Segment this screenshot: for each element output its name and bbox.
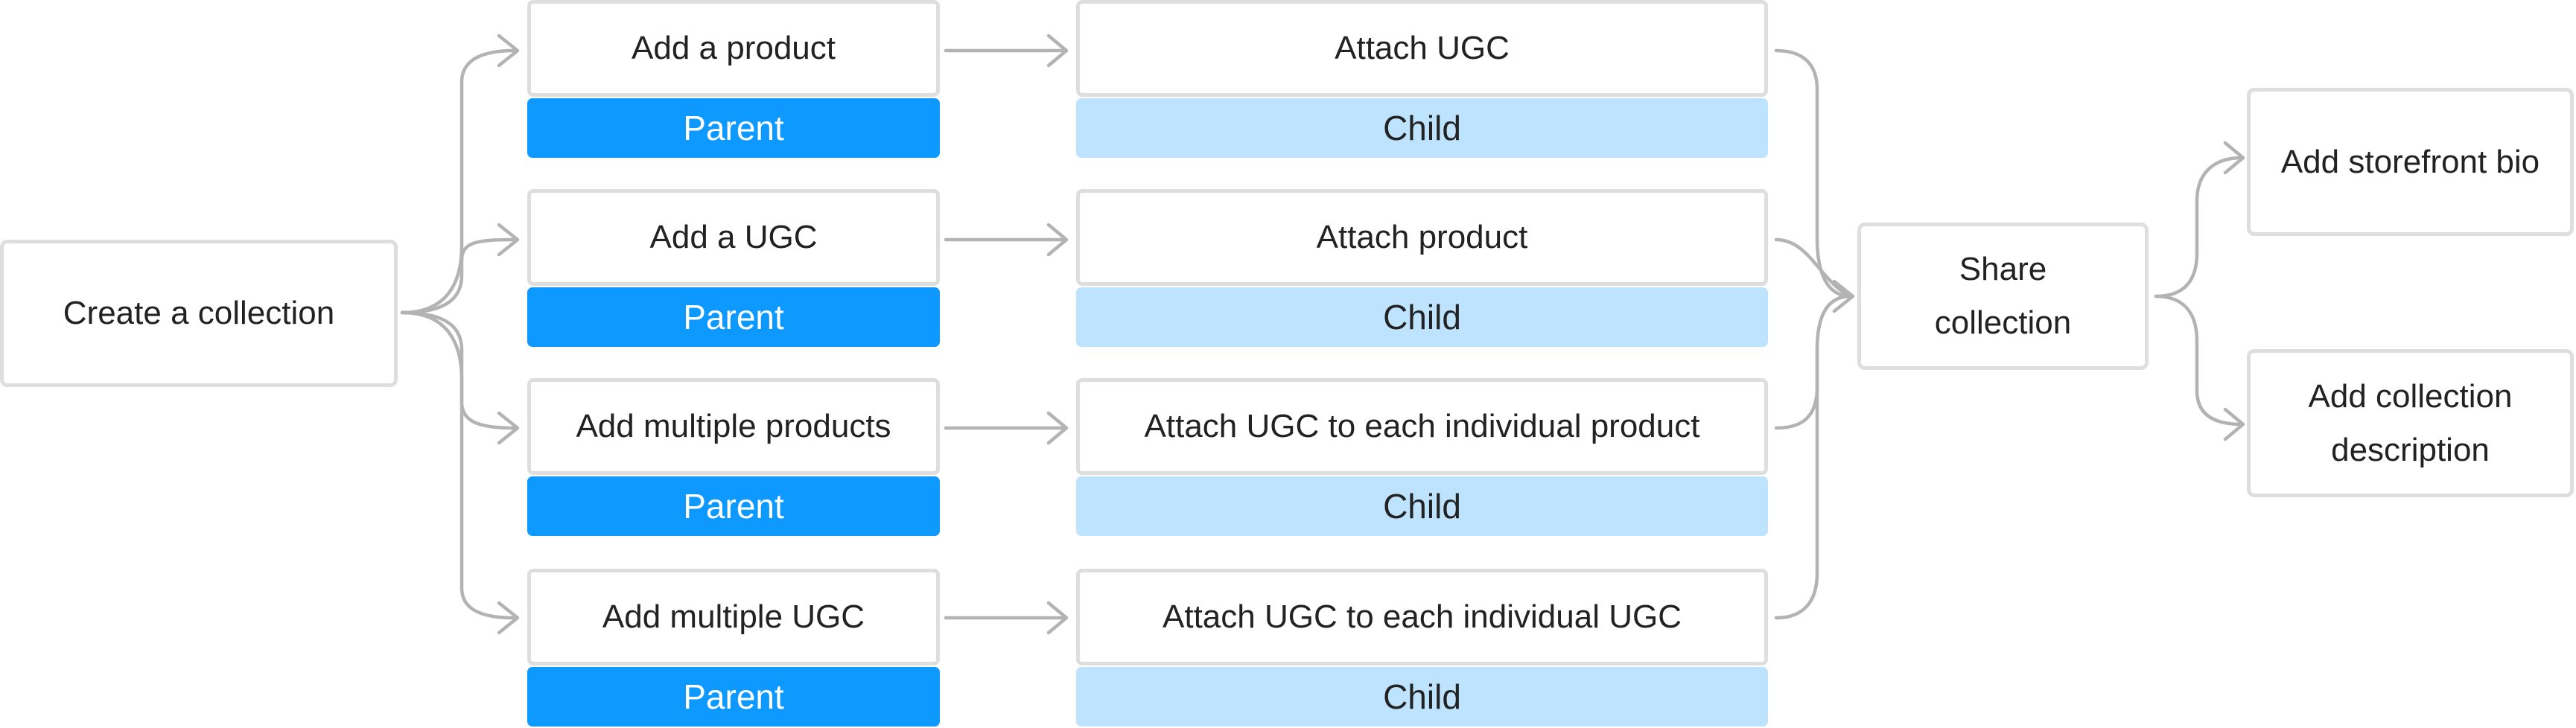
parent-node-1: Add a product Parent — [527, 0, 940, 158]
connector-root-to-parent-4 — [400, 310, 516, 620]
parent-node-2: Add a UGC Parent — [527, 189, 940, 347]
arrow-parent-3-to-child-3 — [944, 411, 1069, 445]
child-node-2: Attach product Child — [1076, 189, 1768, 347]
parent-tag-2: Parent — [527, 287, 940, 347]
connector-root-to-parent-1 — [400, 48, 516, 315]
child-node-3-label: Attach UGC to each individual product — [1144, 408, 1700, 444]
arrow-parent-2-to-child-2 — [944, 223, 1069, 257]
connector-root-to-parent-2 — [400, 237, 516, 315]
parent-node-4: Add multiple UGC Parent — [527, 569, 940, 727]
root-node-create-collection: Create a collection — [0, 240, 398, 387]
child-tag-2: Child — [1076, 287, 1768, 347]
outcome-node-2-label: Add collection description — [2308, 377, 2513, 468]
arrow-parent-4-to-child-4 — [944, 601, 1069, 635]
outcome-node-collection-description: Add collection description — [2247, 349, 2574, 497]
connector-child-1-to-share — [1774, 48, 1853, 298]
child-node-3: Attach UGC to each individual product Ch… — [1076, 378, 1768, 536]
connector-root-to-parent-3 — [400, 310, 516, 430]
outcome-node-1-label: Add storefront bio — [2280, 143, 2540, 180]
root-node-label: Create a collection — [63, 295, 335, 331]
child-node-4: Attach UGC to each individual UGC Child — [1076, 569, 1768, 727]
outcome-node-storefront-bio: Add storefront bio — [2247, 88, 2574, 236]
arrow-parent-1-to-child-1 — [944, 33, 1069, 68]
connector-child-2-to-share — [1774, 237, 1853, 298]
child-node-2-label: Attach product — [1316, 219, 1528, 255]
parent-node-1-label: Add a product — [632, 30, 836, 66]
connector-share-to-outcome-2 — [2154, 294, 2244, 427]
parent-node-4-label: Add multiple UGC — [602, 598, 865, 635]
parent-node-2-label: Add a UGC — [649, 219, 818, 255]
connector-child-4-to-share — [1774, 294, 1853, 620]
share-collection-node: Share collection — [1857, 223, 2149, 370]
child-tag-4: Child — [1076, 667, 1768, 727]
child-node-1: Attach UGC Child — [1076, 0, 1768, 158]
child-tag-1: Child — [1076, 98, 1768, 158]
child-node-1-label: Attach UGC — [1335, 30, 1510, 66]
parent-node-3: Add multiple products Parent — [527, 378, 940, 536]
parent-tag-1: Parent — [527, 98, 940, 158]
parent-tag-3: Parent — [527, 476, 940, 536]
connector-child-3-to-share — [1774, 294, 1853, 430]
connector-share-to-outcome-1 — [2154, 156, 2244, 298]
share-collection-label: Share collection — [1934, 251, 2072, 341]
parent-node-3-label: Add multiple products — [576, 408, 891, 444]
parent-tag-4: Parent — [527, 667, 940, 727]
child-node-4-label: Attach UGC to each individual UGC — [1163, 598, 1682, 635]
child-tag-3: Child — [1076, 476, 1768, 536]
